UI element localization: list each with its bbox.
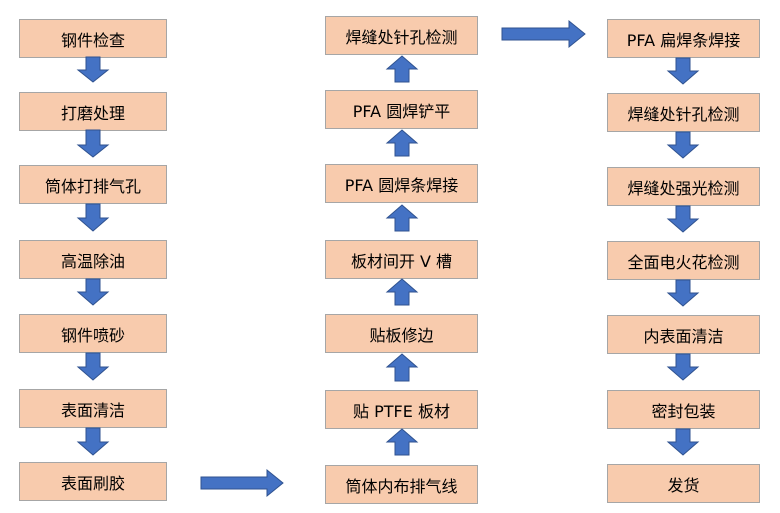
arrow-down-icon (76, 203, 110, 232)
step-weld-pinhole-test-2: 焊缝处针孔检测 (607, 93, 760, 132)
arrow-down-icon (76, 56, 110, 83)
arrow-up-icon (385, 353, 419, 382)
step-sandblasting: 钢件喷砂 (19, 314, 167, 353)
arrow-down-icon (666, 131, 700, 159)
arrow-up-icon (385, 278, 419, 306)
step-lining-trimming: 贴板修边 (325, 314, 478, 353)
arrow-down-icon (76, 129, 110, 158)
step-ptfe-lining: 贴 PTFE 板材 (325, 390, 478, 429)
arrow-up-icon (385, 129, 419, 157)
arrow-down-icon (666, 428, 700, 456)
step-vent-lines: 筒体内布排气线 (325, 465, 478, 504)
step-weld-light-test: 焊缝处强光检测 (607, 167, 760, 206)
arrow-down-icon (76, 427, 110, 456)
step-shipping: 发货 (607, 464, 760, 503)
arrow-down-icon (666, 57, 700, 85)
step-steel-inspection: 钢件检查 (19, 19, 167, 58)
step-glue-brushing: 表面刷胶 (19, 462, 167, 501)
arrow-up-icon (385, 428, 419, 456)
step-pfa-round-weld-flatten: PFA 圆焊铲平 (325, 90, 478, 129)
arrow-up-icon (385, 204, 419, 232)
arrow-right-icon (200, 468, 284, 498)
step-drill-vent-holes: 筒体打排气孔 (19, 165, 167, 204)
arrow-down-icon (76, 352, 110, 381)
step-pfa-flat-rod-welding: PFA 扁焊条焊接 (607, 19, 760, 58)
step-sealed-packaging: 密封包装 (607, 390, 760, 429)
step-v-groove: 板材间开 V 槽 (325, 240, 478, 279)
arrow-down-icon (666, 279, 700, 307)
arrow-down-icon (666, 205, 700, 233)
arrow-up-icon (385, 55, 419, 83)
step-pfa-round-rod-welding: PFA 圆焊条焊接 (325, 164, 478, 203)
arrow-down-icon (666, 353, 700, 381)
step-weld-pinhole-test: 焊缝处针孔检测 (325, 16, 478, 55)
step-spark-test: 全面电火花检测 (607, 241, 760, 280)
arrow-right-icon (501, 19, 586, 49)
step-surface-cleaning: 表面清洁 (19, 389, 167, 428)
arrow-down-icon (76, 278, 110, 306)
